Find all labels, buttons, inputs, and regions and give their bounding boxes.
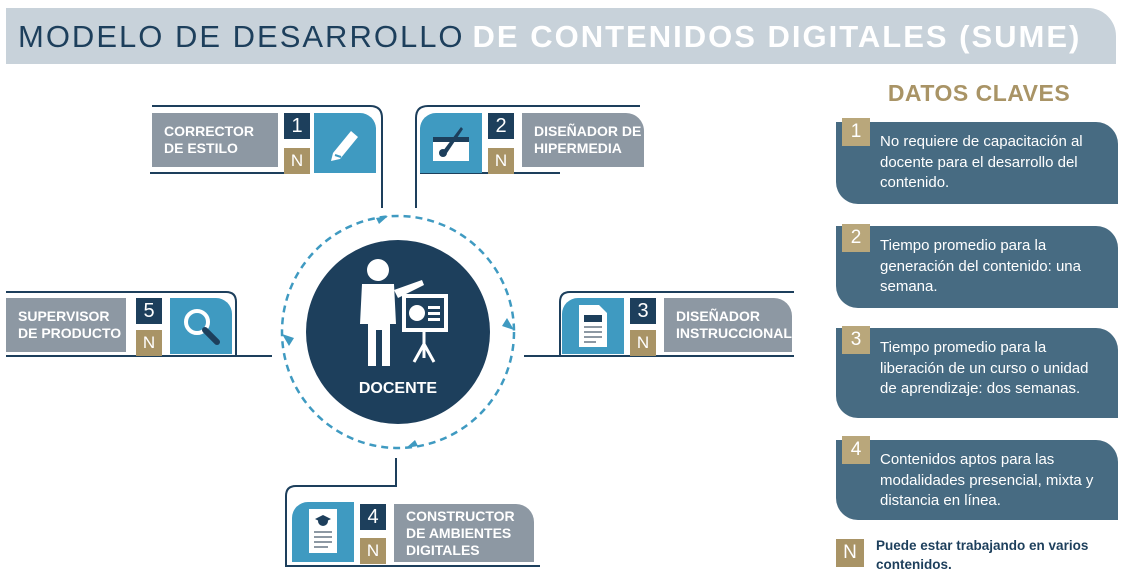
pencil-icon [331,131,358,161]
cycle-arrow-right [502,318,514,330]
connector-4 [285,458,540,567]
connector-1 [152,105,383,208]
role-1-label: CORRECTOR DE ESTILO [152,113,278,167]
role-3-number: 3 [630,298,656,324]
cycle-arrow-left [282,334,294,346]
role-5-icon-box [170,298,232,354]
cycle-arrow-top [376,216,388,224]
role-4-icon-box [292,502,354,562]
cycle-ring [280,214,516,450]
role-2-badge: N [488,148,514,174]
role-5-badge: N [136,330,162,356]
dato-1-number: 1 [842,118,870,146]
certificate-icon [309,509,337,553]
role-4-badge: N [360,538,386,564]
dato-3-text: Tiempo promedio para la liberación de un… [836,328,1118,418]
legend-badge: N [836,539,864,567]
dato-4-text: Contenidos aptos para las modalidades pr… [836,440,1118,520]
docente-circle [306,240,490,424]
role-2-icon-box [420,113,482,173]
datos-claves-title: DATOS CLAVES [887,80,1071,106]
magnifier-icon [184,309,220,345]
legend-text: Puede estar trabajando en varios conteni… [876,538,1089,572]
role-5-label: SUPERVISOR DE PRODUCTO [6,298,126,352]
role-1-icon-box [314,113,376,173]
role-4-number: 4 [360,504,386,530]
role-1-badge: N [284,148,310,174]
title-banner [6,8,1116,64]
dato-2-number: 2 [842,224,870,252]
presenter-icon [360,259,448,366]
dato-2-text: Tiempo promedio para la generación del c… [836,226,1118,308]
role-2-label: DISEÑADOR DE HIPERMEDIA [522,113,644,167]
connector-2 [415,105,640,208]
role-3-badge: N [630,330,656,356]
role-3-label: DISEÑADOR INSTRUCCIONAL [664,298,792,352]
role-4-label: CONSTRUCTOR DE AMBIENTES DIGITALES [394,504,534,562]
role-2-number: 2 [488,113,514,139]
role-1-number: 1 [284,113,310,139]
connector-5 [6,291,272,357]
cycle-arrow-bottom [406,440,418,448]
dato-4-number: 4 [842,436,870,464]
document-icon [579,305,607,347]
title-part-1: MODELO DE DESARROLLO [18,19,465,54]
connector-3 [524,291,794,357]
role-3-icon-box [562,298,624,354]
docente-label: DOCENTE [358,380,438,397]
diagram-connectors [6,105,794,567]
design-window-icon [433,127,469,161]
role-5-number: 5 [136,298,162,324]
dato-1-text: No requiere de capacitación al docente p… [836,122,1118,204]
dato-3-number: 3 [842,326,870,354]
title-part-2: DE CONTENIDOS DIGITALES (SUME) [472,19,1082,54]
